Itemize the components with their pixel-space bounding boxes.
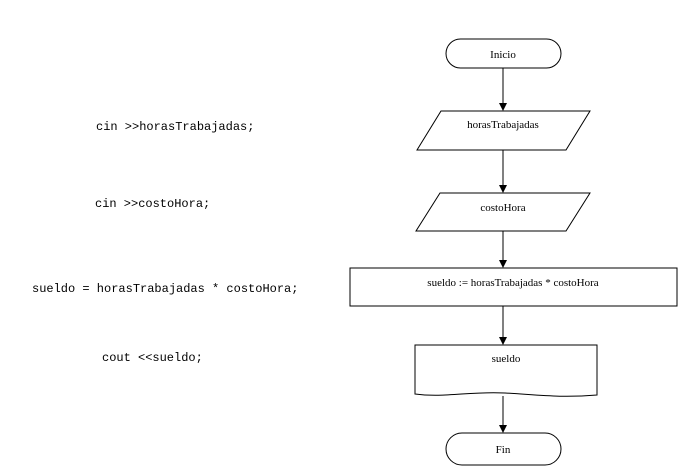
process-rectangle: sueldo := horasTrabajadas * costoHora (349, 267, 678, 307)
end-label: Fin (496, 444, 511, 456)
output-document: sueldo (414, 344, 598, 397)
input-costo-label: costoHora (480, 202, 525, 214)
code-line-sueldo-assign: sueldo = horasTrabajadas * costoHora; (32, 282, 299, 296)
code-line-cin-costo: cin >>costoHora; (95, 197, 211, 211)
end-terminator: Fin (445, 432, 562, 466)
start-terminator: Inicio (445, 38, 562, 69)
input-horas-label: horasTrabajadas (467, 119, 539, 131)
start-label: Inicio (490, 49, 516, 61)
input-costo-parallelogram: costoHora (415, 192, 591, 232)
input-horas-parallelogram: horasTrabajadas (416, 110, 591, 151)
code-line-cout-sueldo: cout <<sueldo; (102, 351, 203, 365)
output-label: sueldo (492, 353, 521, 365)
code-line-cin-horas: cin >>horasTrabajadas; (96, 120, 255, 134)
process-label: sueldo := horasTrabajadas * costoHora (427, 277, 598, 289)
